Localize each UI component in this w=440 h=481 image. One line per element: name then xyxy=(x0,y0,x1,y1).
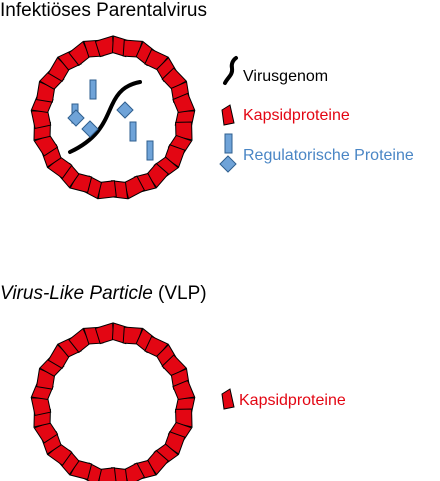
capsid-ring-top xyxy=(30,35,196,200)
regulatory-protein-rod xyxy=(146,140,154,161)
legend-genome-label: Virusgenom xyxy=(243,68,328,85)
vlp-particle xyxy=(30,322,196,481)
regulatory-rod-icon xyxy=(224,133,233,154)
regulatory-diamond-icon xyxy=(219,155,237,173)
legend-capsid-label: Kapsidproteine xyxy=(243,107,350,124)
regulatory-protein-diamond xyxy=(81,120,99,138)
regulatory-protein-rod xyxy=(129,121,137,142)
virus-genome-strand xyxy=(68,80,142,154)
genome-icon xyxy=(223,56,238,85)
infectious-virus-particle xyxy=(30,35,196,200)
capsid-ring-vlp xyxy=(30,322,196,481)
regulatory-proteins-group xyxy=(67,79,154,161)
regulatory-protein-rod xyxy=(89,79,97,100)
virus-title: Infektiöses Parentalvirus xyxy=(0,0,207,21)
legend-vlp-capsid-label: Kapsidproteine xyxy=(239,392,346,409)
vlp-title-italic: Virus-Like Particle xyxy=(0,283,153,304)
legend-top: Virusgenom Kapsidproteine Regulatorische… xyxy=(219,56,414,173)
regulatory-protein-diamond xyxy=(116,101,134,119)
vlp-title-suffix: (VLP) xyxy=(152,283,207,304)
legend-item-regulatory: Regulatorische Proteine xyxy=(219,133,414,173)
legend-item-genome: Virusgenom xyxy=(223,56,328,85)
legend-vlp: Kapsidproteine xyxy=(221,388,346,410)
capsid-protein xyxy=(172,92,196,114)
capsid-protein-icon xyxy=(221,104,235,126)
legend-item-capsid: Kapsidproteine xyxy=(221,104,350,126)
capsid-protein-icon xyxy=(221,388,235,410)
legend-regulatory-label: Regulatorische Proteine xyxy=(243,147,414,164)
capsid-protein xyxy=(172,379,196,401)
vlp-title: Virus-Like Particle (VLP) xyxy=(0,283,207,305)
regulatory-protein-diamond xyxy=(67,109,85,127)
